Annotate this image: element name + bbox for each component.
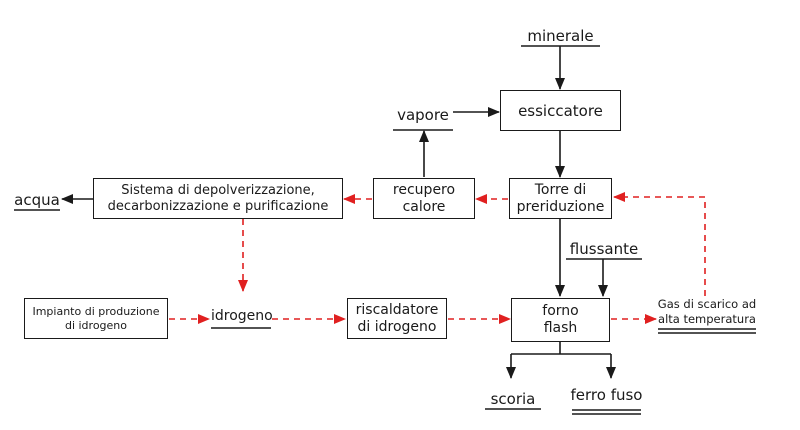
sistema-label-line-2: decarbonizzazione e purificazione: [107, 198, 329, 214]
gas-to-torre-dashed-arrow: [613, 192, 706, 296]
forno-flash-text: forno flash: [542, 303, 578, 337]
idrogeno-label: idrogeno: [211, 308, 273, 324]
impianto-label-line-2: di idrogeno: [64, 318, 128, 332]
recupero-calore-box: recupero calore: [373, 178, 475, 219]
gas-label-line-2: alta temperatura: [658, 312, 756, 326]
sistema-label-line-1: Sistema di depolverizzazione,: [121, 182, 315, 198]
forno-label-line-1: forno: [542, 303, 579, 320]
forno-flash-box: forno flash: [511, 298, 610, 342]
impianto-idrogeno-box: Impianto di produzione di idrogeno: [24, 298, 168, 339]
sistema-depolverizzazione-box: Sistema di depolverizzazione, decarboniz…: [93, 178, 343, 219]
torre-label-line-1: Torre di: [534, 181, 587, 198]
riscaldatore-idrogeno-text: riscaldatore di idrogeno: [356, 302, 439, 336]
recupero-label-line-2: calore: [402, 198, 446, 215]
riscaldatore-label-line-1: riscaldatore: [355, 301, 439, 318]
ferro-fuso-label: ferro fuso: [570, 386, 643, 404]
gas-label-line-1: Gas di scarico ad: [657, 297, 757, 311]
essiccatore-box: essiccatore: [500, 90, 621, 131]
essiccatore-label: essiccatore: [518, 101, 603, 120]
vapore-label: vapore: [397, 106, 449, 124]
scoria-label: scoria: [490, 390, 536, 408]
sistema-depolverizzazione-text: Sistema di depolverizzazione, decarboniz…: [108, 183, 329, 214]
acqua-label: acqua: [14, 191, 60, 209]
torre-preriduzione-box: Torre di preriduzione: [509, 178, 612, 219]
recupero-calore-text: recupero calore: [393, 182, 455, 216]
riscaldatore-label-line-2: di idrogeno: [357, 318, 437, 335]
forno-label-line-2: flash: [543, 320, 578, 336]
riscaldatore-idrogeno-box: riscaldatore di idrogeno: [347, 298, 447, 339]
impianto-label-line-1: Impianto di produzione: [32, 305, 160, 319]
minerale-label: minerale: [527, 27, 594, 45]
torre-preriduzione-text: Torre di preriduzione: [517, 182, 605, 216]
recupero-label-line-1: recupero: [392, 181, 456, 198]
impianto-idrogeno-text: Impianto di produzione di idrogeno: [32, 305, 159, 331]
flussante-label: flussante: [569, 240, 639, 258]
torre-label-line-2: preriduzione: [516, 198, 605, 215]
